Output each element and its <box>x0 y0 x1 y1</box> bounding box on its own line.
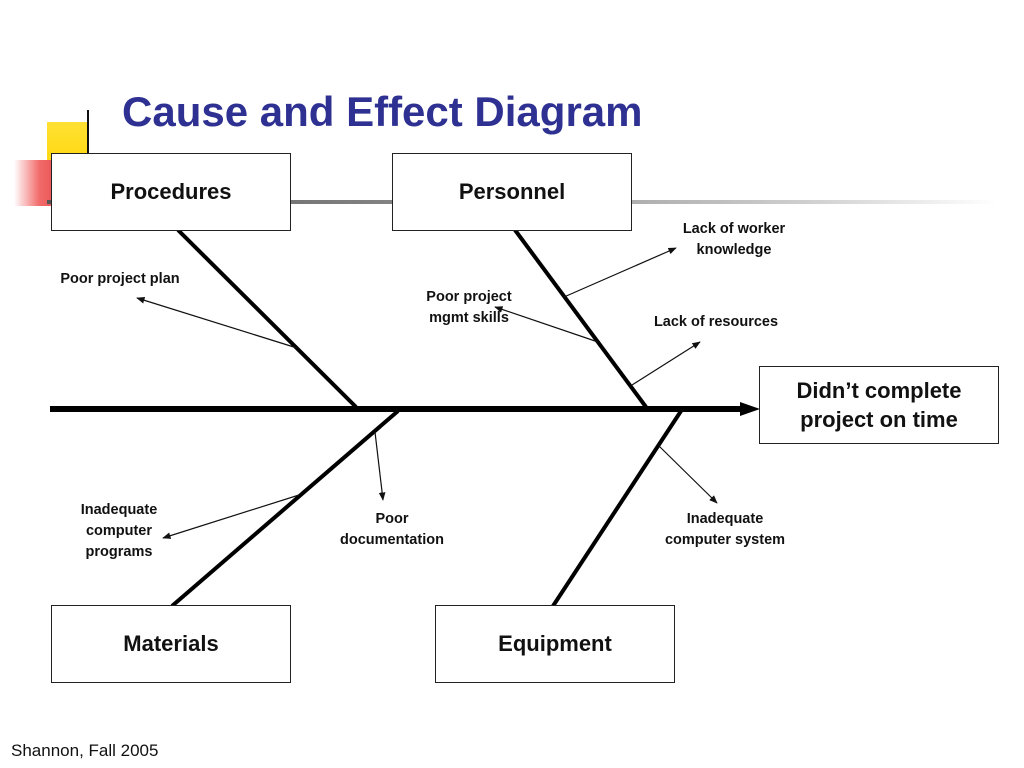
cause-text-line: Inadequate <box>686 511 764 527</box>
arrow-poor-project-plan <box>136 297 298 349</box>
cause-poor-documentation: Poor documentation <box>322 509 462 551</box>
effect-box: Didn’t complete project on time <box>759 366 999 444</box>
category-label-personnel: Personnel <box>458 179 566 204</box>
arrow-lack-resources <box>631 341 701 386</box>
cause-text-line: Inadequate <box>80 502 158 518</box>
cause-text-line: knowledge <box>696 242 772 258</box>
bone-equipment <box>551 409 683 608</box>
cause-inadequate-system: Inadequate computer system <box>645 509 805 551</box>
cause-text-line: computer <box>85 523 153 539</box>
cause-text-line: documentation <box>340 532 444 548</box>
effect-line-2: project on time <box>800 407 958 432</box>
bone-materials <box>170 409 400 608</box>
bone-procedures <box>176 228 358 409</box>
cause-text-line: Poor project <box>426 289 512 305</box>
category-box-procedures: Procedures <box>51 153 291 231</box>
bone-personnel <box>513 228 648 409</box>
cause-text-line: computer system <box>664 532 786 548</box>
cause-text-line: Lack of worker <box>682 221 786 237</box>
cause-text: Poor project plan <box>60 271 180 287</box>
cause-text-line: Poor <box>375 511 409 527</box>
arrow-poor-documentation <box>374 431 386 501</box>
arrow-inadequate-system <box>658 445 718 504</box>
footer-credit: Shannon, Fall 2005 <box>11 741 159 760</box>
slide-title: Cause and Effect Diagram <box>122 88 643 135</box>
spine-arrowhead <box>740 402 760 416</box>
cause-text: Lack of resources <box>653 314 779 330</box>
cause-lack-resources: Lack of resources <box>631 312 801 333</box>
category-label-equipment: Equipment <box>498 631 612 656</box>
category-label-materials: Materials <box>123 631 219 656</box>
cause-poor-project-plan: Poor project plan <box>40 269 200 290</box>
category-box-personnel: Personnel <box>392 153 632 231</box>
cause-inadequate-programs: Inadequate computer programs <box>59 500 179 563</box>
category-box-materials: Materials <box>51 605 291 683</box>
arrow-lack-worker-knowledge <box>563 247 677 298</box>
cause-poor-mgmt-skills: Poor project mgmt skills <box>399 287 539 329</box>
cause-text-line: mgmt skills <box>429 310 509 326</box>
arrow-poor-mgmt-skills <box>494 306 599 343</box>
cause-lack-worker-knowledge: Lack of worker knowledge <box>659 219 809 261</box>
category-box-equipment: Equipment <box>435 605 675 683</box>
effect-line-1: Didn’t complete <box>796 378 962 403</box>
arrow-inadequate-programs <box>162 494 300 539</box>
cause-text-line: programs <box>85 544 153 560</box>
category-label-procedures: Procedures <box>110 179 232 204</box>
